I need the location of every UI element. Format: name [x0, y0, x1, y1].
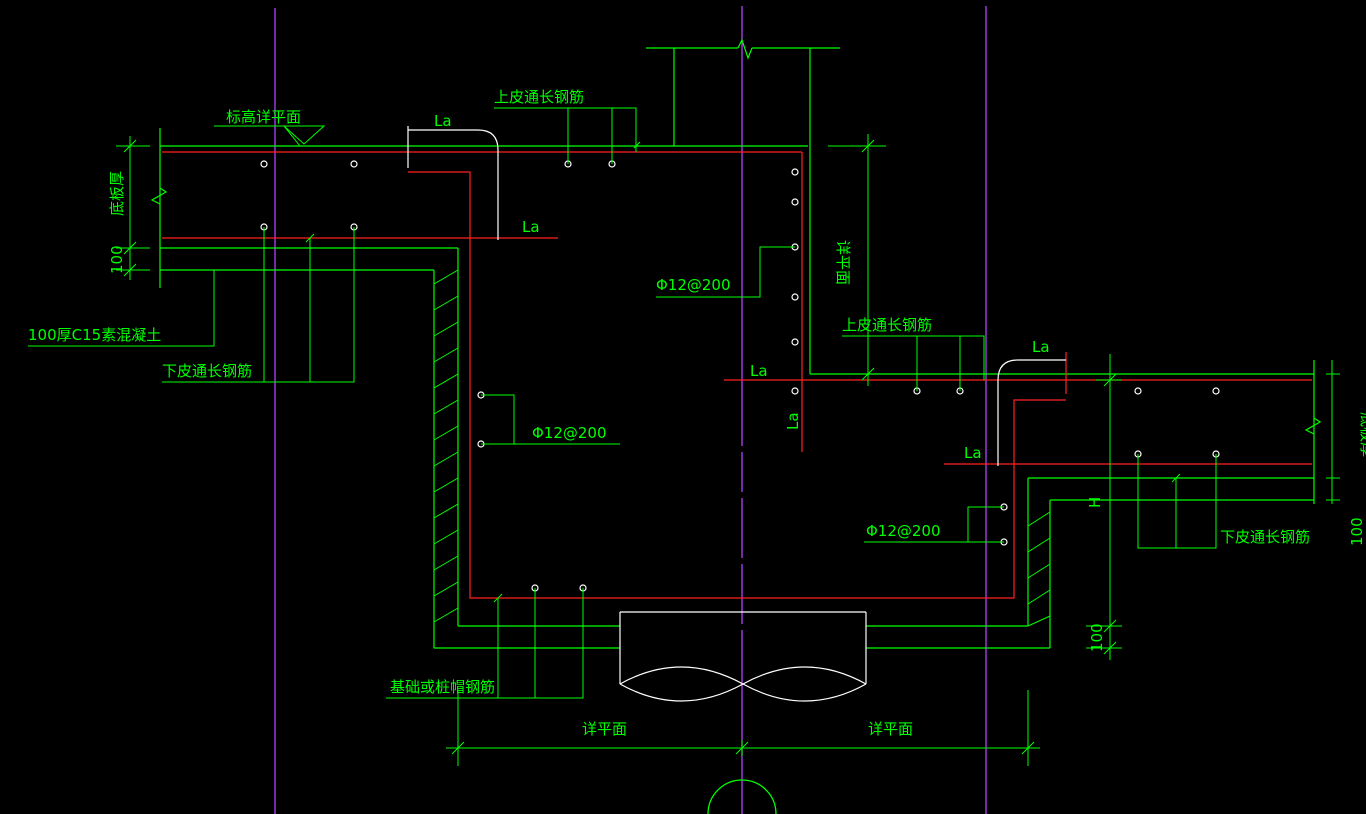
- structure-outline: [150, 38, 1322, 649]
- pile-cap: [619, 611, 867, 702]
- wall-hatch: [433, 269, 1051, 627]
- labels: 标高详平面 上皮通长钢筋 上皮通长钢筋 下皮通长钢筋 下皮通长钢筋 100厚C1…: [28, 88, 1366, 738]
- label-slab-thickness-left: 底板厚: [108, 171, 126, 216]
- label-dim-100-bottom: 100: [1088, 623, 1106, 652]
- label-la-2: La: [522, 218, 540, 236]
- label-bottom-rebar-right: 下皮通长钢筋: [1220, 528, 1310, 546]
- rebar-lines: [162, 151, 1312, 599]
- label-la-5: La: [964, 444, 982, 462]
- label-rebar-spec-right: Φ12@200: [866, 522, 941, 540]
- label-height-mark: H: [1086, 497, 1104, 508]
- label-see-plan-bottom-left: 详平面: [582, 720, 627, 738]
- label-top-rebar-left: 上皮通长钢筋: [494, 88, 584, 106]
- label-concrete-cushion: 100厚C15素混凝土: [28, 326, 161, 344]
- rebar-dots: [260, 160, 1220, 592]
- leader-lines: [28, 107, 1217, 699]
- label-top-rebar-right: 上皮通长钢筋: [842, 316, 932, 334]
- dimension-lines: [116, 134, 1340, 766]
- label-elevation-ref: 标高详平面: [226, 108, 301, 126]
- rebar-hooks: [407, 126, 1066, 466]
- label-see-plan-bottom-right: 详平面: [868, 720, 913, 738]
- label-dim-100-left: 100: [108, 245, 126, 274]
- label-la-3: La: [1032, 338, 1050, 356]
- label-see-plan-vertical: 详平面: [834, 240, 852, 285]
- label-rebar-spec-mid: Φ12@200: [532, 424, 607, 442]
- label-bottom-rebar-left: 下皮通长钢筋: [162, 362, 252, 380]
- axis-bubble: [707, 779, 777, 814]
- label-la-1: La: [434, 112, 452, 130]
- axis-lines: [274, 6, 987, 814]
- label-foundation-rebar: 基础或桩帽钢筋: [390, 678, 495, 696]
- label-dim-100-right: 100: [1348, 517, 1366, 546]
- label-la-6: La: [784, 412, 802, 430]
- label-rebar-spec-left: Φ12@200: [656, 276, 731, 294]
- label-la-4: La: [750, 362, 768, 380]
- label-slab-thickness-right: 底板厚: [1358, 412, 1366, 457]
